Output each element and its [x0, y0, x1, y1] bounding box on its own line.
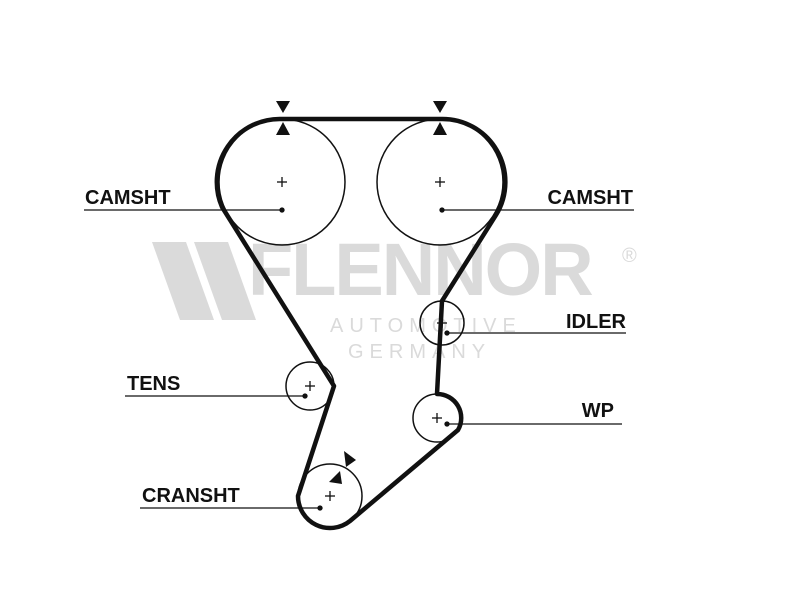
plus-center-icon — [277, 177, 287, 187]
label-crankshaft: CRANSHT — [142, 485, 240, 507]
label-tensioner: TENS — [127, 373, 180, 395]
watermark-logo-mark — [152, 242, 214, 320]
plus-center-icon — [437, 318, 447, 328]
label-camshaft-right: CAMSHT — [547, 187, 633, 209]
label-water-pump: WP — [582, 400, 614, 422]
triangle-marker-icon — [276, 101, 290, 135]
plus-center-icon — [435, 177, 445, 187]
watermark-logo-mark — [194, 242, 256, 320]
watermark-line-automotive: AUTOMOTIVE — [330, 315, 522, 337]
plus-center-icon — [325, 491, 335, 501]
label-camshaft-left: CAMSHT — [85, 187, 171, 209]
triangle-marker-icon — [329, 451, 356, 484]
watermark-brand: FLENNOR — [248, 228, 592, 311]
timing-belt — [214, 116, 508, 531]
plus-center-icon — [305, 381, 315, 391]
triangle-marker-icon — [433, 101, 447, 135]
plus-center-icon — [432, 413, 442, 423]
watermark-registered-mark: ® — [622, 245, 637, 267]
watermark-line-germany: GERMANY — [348, 341, 491, 363]
watermark: FLENNOR ® AUTOMOTIVE GERMANY — [152, 228, 637, 363]
label-idler: IDLER — [566, 311, 627, 333]
